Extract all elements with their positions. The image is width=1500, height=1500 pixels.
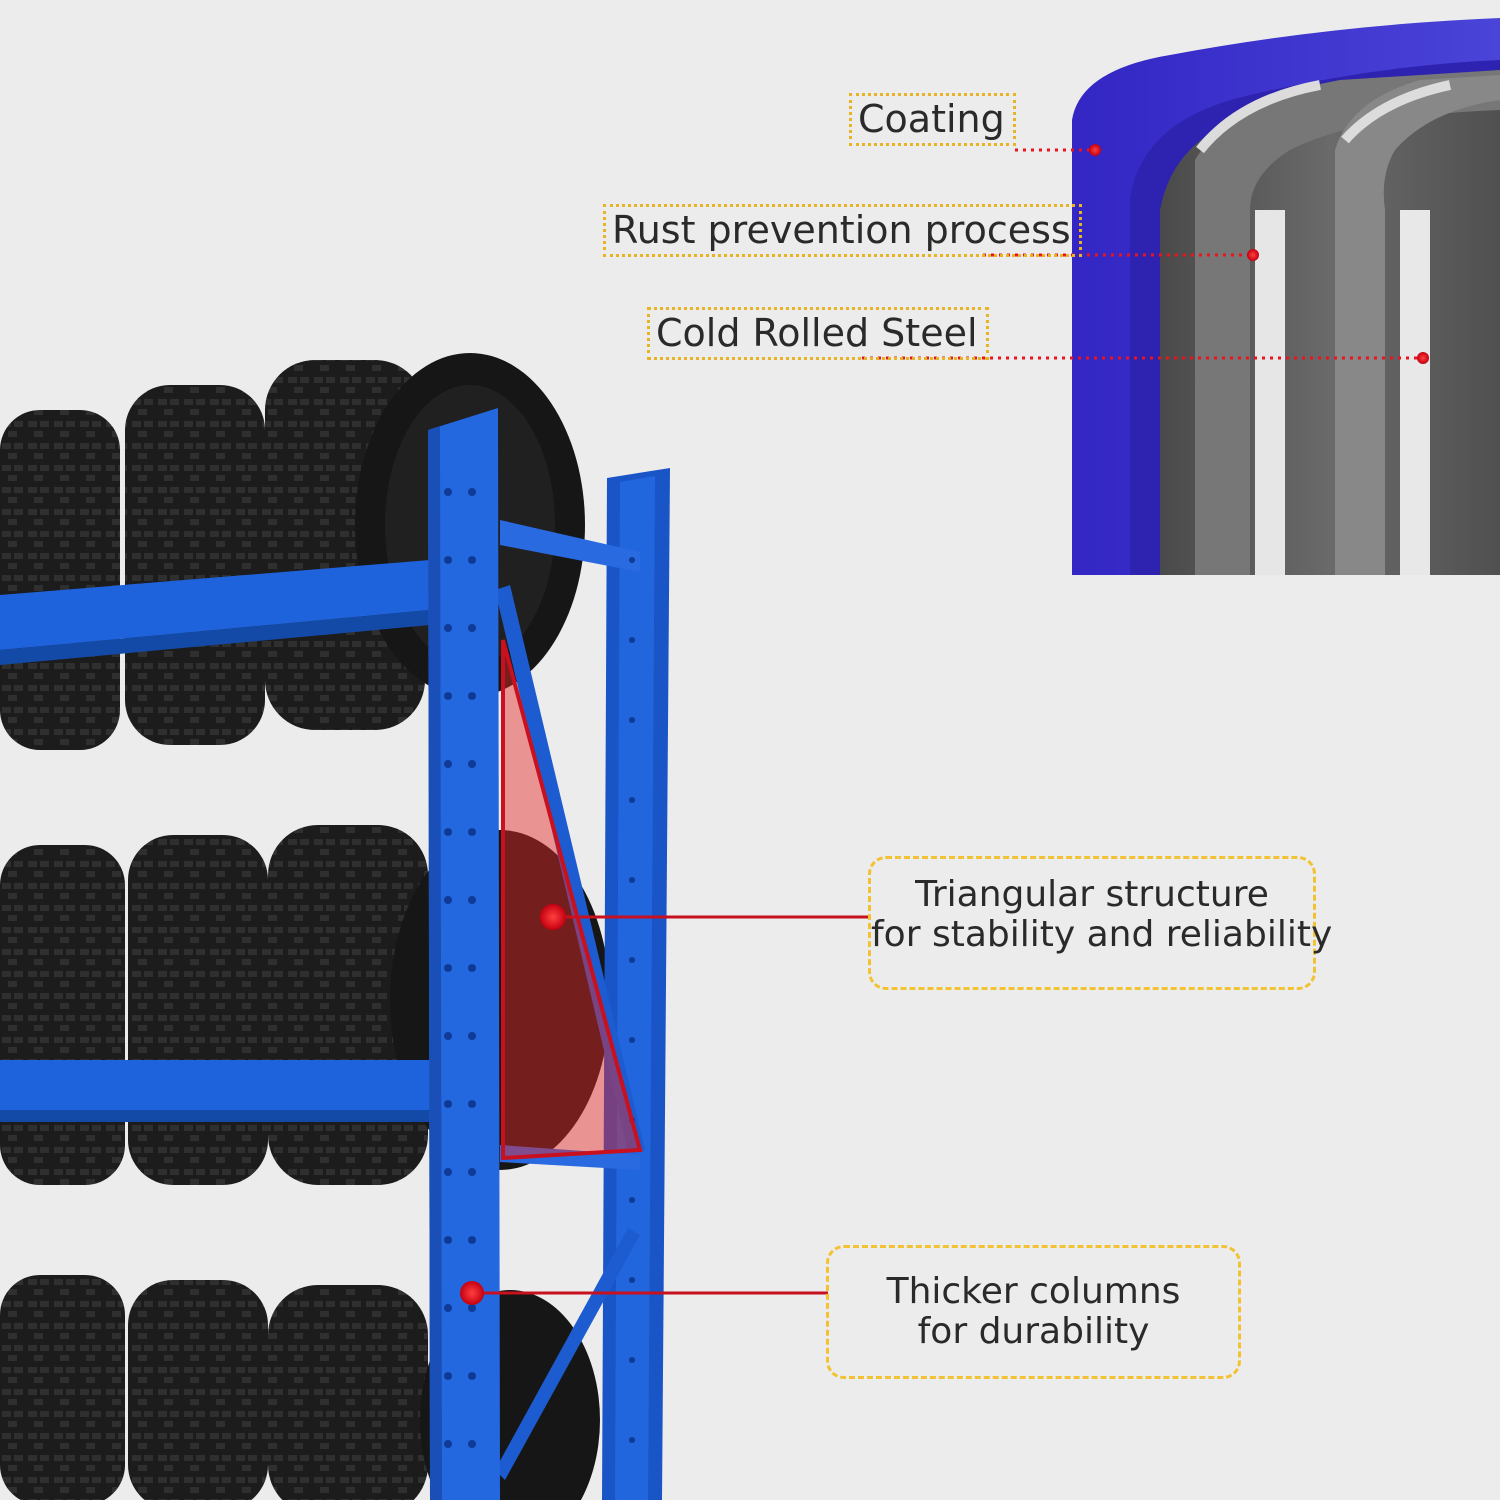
- thicker-columns-subtitle: for durability: [917, 1311, 1150, 1353]
- upright-holes: [444, 488, 635, 1448]
- triangular-structure-callout: Triangular structure for stability and r…: [868, 856, 1333, 990]
- rust-prevention-label: Rust prevention process: [612, 208, 1071, 252]
- columns-marker: [460, 1281, 484, 1305]
- steel-cross-section: [1072, 18, 1500, 575]
- triangular-structure-subtitle: for stability and reliability: [871, 914, 1333, 956]
- leader-lines: [472, 148, 1423, 1295]
- coating-callout: Coating: [849, 93, 1016, 146]
- cold-rolled-steel-callout: Cold Rolled Steel: [647, 307, 989, 360]
- shelf-beam-middle: [0, 1060, 430, 1110]
- triangle-marker: [540, 904, 566, 930]
- thicker-columns-title: Thicker columns: [886, 1271, 1181, 1312]
- steel-marker: [1417, 352, 1429, 364]
- tire-stack-bottom: [0, 1275, 600, 1500]
- triangle-highlight: [501, 639, 643, 1161]
- shelf-frame: [0, 408, 670, 1500]
- front-upright: [428, 408, 500, 1500]
- cold-rolled-steel-label: Cold Rolled Steel: [656, 311, 978, 355]
- coating-label: Coating: [858, 97, 1005, 141]
- thicker-columns-callout: Thicker columns for durability: [826, 1245, 1241, 1379]
- marker-dots: [460, 144, 1429, 1305]
- coating-marker: [1089, 144, 1101, 156]
- rust-marker: [1247, 249, 1259, 261]
- triangular-structure-title: Triangular structure: [915, 874, 1269, 915]
- rust-prevention-callout: Rust prevention process: [603, 204, 1082, 257]
- shelf-beam-top: [0, 560, 430, 650]
